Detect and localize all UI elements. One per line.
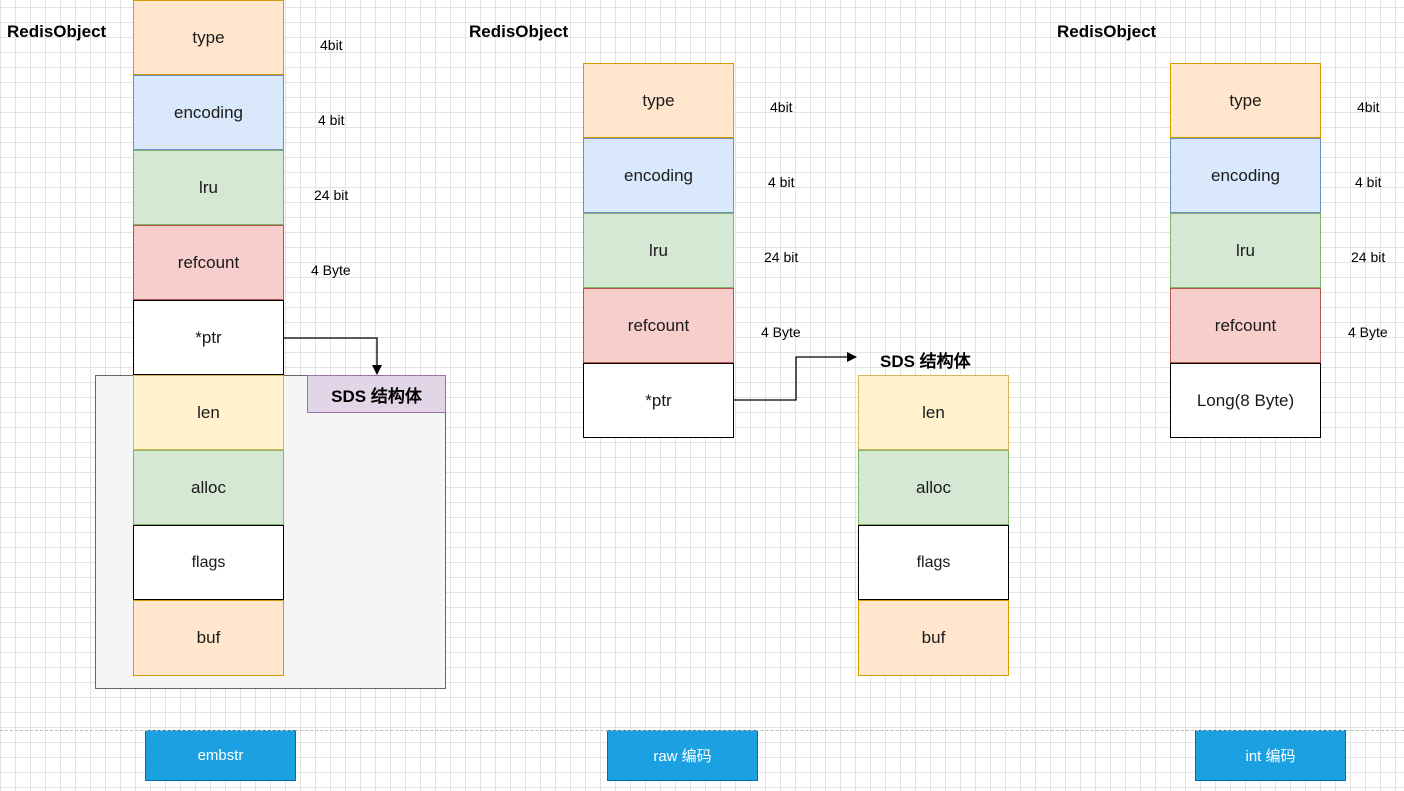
embstr-type-size: 4bit	[320, 37, 343, 53]
int-long-value-field: Long(8 Byte)	[1170, 363, 1321, 438]
embstr-encoding-button[interactable]: embstr	[145, 730, 296, 781]
raw-sds-buf-field: buf	[858, 600, 1009, 676]
int-object-title: RedisObject	[1057, 22, 1157, 41]
raw-sds-len-field: len	[858, 375, 1009, 450]
embstr-refcount-field: refcount	[133, 225, 284, 300]
raw-object-title: RedisObject	[469, 22, 569, 41]
raw-type-size: 4bit	[770, 99, 793, 115]
raw-ptr-arrow	[734, 352, 857, 401]
raw-sds-label: SDS 结构体	[880, 352, 971, 371]
raw-ptr-field: *ptr	[583, 363, 734, 438]
embstr-sds-alloc-field: alloc	[133, 450, 284, 525]
int-type-field: type	[1170, 63, 1321, 138]
int-lru-size: 24 bit	[1351, 249, 1386, 265]
embstr-sds-flags-field: flags	[133, 525, 284, 600]
raw-refcount-size: 4 Byte	[761, 324, 801, 340]
int-encoding-field: encoding	[1170, 138, 1321, 213]
section-divider	[0, 730, 1404, 731]
raw-encoding-size: 4 bit	[768, 174, 795, 190]
int-refcount-field: refcount	[1170, 288, 1321, 363]
int-lru-field: lru	[1170, 213, 1321, 288]
int-encoding-size: 4 bit	[1355, 174, 1382, 190]
embstr-object-title: RedisObject	[7, 22, 107, 41]
embstr-lru-size: 24 bit	[314, 187, 349, 203]
embstr-refcount-size: 4 Byte	[311, 262, 351, 278]
embstr-sds-buf-field: buf	[133, 600, 284, 676]
raw-refcount-field: refcount	[583, 288, 734, 363]
embstr-encoding-size: 4 bit	[318, 112, 345, 128]
int-type-size: 4bit	[1357, 99, 1380, 115]
embstr-type-field: type	[133, 0, 284, 75]
raw-lru-field: lru	[583, 213, 734, 288]
embstr-ptr-field: *ptr	[133, 300, 284, 375]
embstr-sds-label: SDS 结构体	[307, 375, 446, 413]
embstr-sds-len-field: len	[133, 375, 284, 450]
embstr-ptr-arrow	[284, 337, 382, 375]
raw-type-field: type	[583, 63, 734, 138]
int-refcount-size: 4 Byte	[1348, 324, 1388, 340]
raw-encoding-button[interactable]: raw 编码	[607, 730, 758, 781]
raw-encoding-field: encoding	[583, 138, 734, 213]
embstr-lru-field: lru	[133, 150, 284, 225]
raw-sds-alloc-field: alloc	[858, 450, 1009, 525]
raw-sds-flags-field: flags	[858, 525, 1009, 600]
raw-lru-size: 24 bit	[764, 249, 799, 265]
embstr-encoding-field: encoding	[133, 75, 284, 150]
